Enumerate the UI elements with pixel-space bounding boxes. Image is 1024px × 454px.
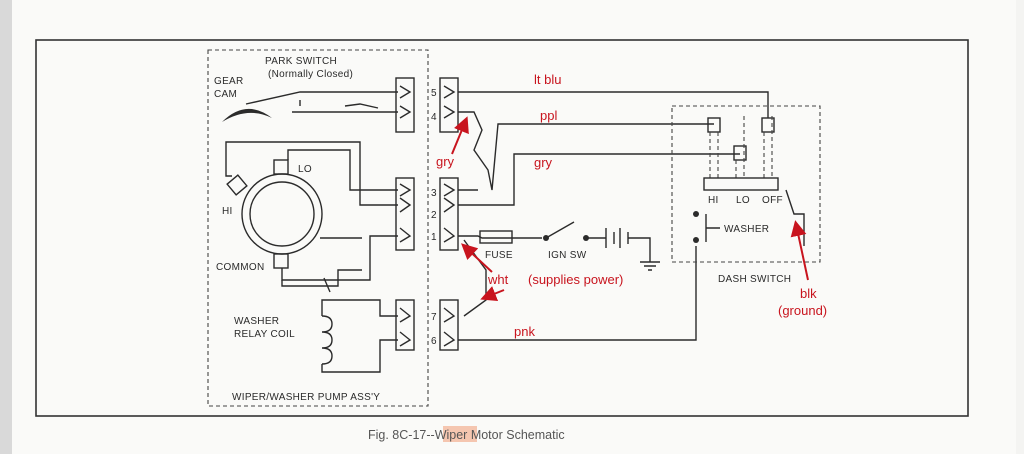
switch-terminal-hi	[707, 117, 721, 133]
arrow-wht-down	[480, 286, 505, 301]
switch-washer-label: WASHER	[724, 224, 769, 235]
pump-connector-bot	[395, 299, 415, 351]
pin-7: 7	[431, 312, 437, 323]
brush-hi	[226, 174, 248, 196]
ign-sw-label: IGN SW	[548, 250, 587, 261]
dash-switch-label: DASH SWITCH	[718, 274, 791, 285]
figure-caption: Fig. 8C-17--Wiper Motor Schematic	[368, 428, 565, 442]
harness-connectors	[439, 77, 459, 351]
switch-lo-label: LO	[736, 195, 750, 206]
annotation-gry-left: gry	[436, 154, 455, 169]
pin-5: 5	[431, 88, 437, 99]
pin-2: 2	[431, 210, 437, 221]
caption-highlight	[443, 426, 477, 442]
motor-wire-hi	[225, 141, 398, 206]
switch-hi-label: HI	[708, 195, 719, 206]
fuse-label: FUSE	[485, 250, 513, 261]
harness-connector-bot	[439, 299, 459, 351]
wire-pnk	[458, 246, 697, 341]
annotation-ppl: ppl	[540, 108, 557, 123]
annotation-blk: blk	[800, 286, 817, 301]
pin-4: 4	[431, 112, 437, 123]
switch-off-label: OFF	[762, 195, 783, 206]
switch-terminal-lo	[733, 145, 747, 161]
annotation-pnk: pnk	[514, 324, 535, 339]
annotation-lt-blu: lt blu	[534, 72, 561, 87]
washer-contact-bot	[693, 237, 699, 243]
washer-relay-label-2: RELAY COIL	[234, 329, 295, 340]
harness-arrow-marks	[443, 85, 456, 347]
pin-6: 6	[431, 336, 437, 347]
relay-coil	[321, 315, 333, 365]
caption-prefix: Fig. 8C-17--	[368, 428, 435, 442]
fuse-body	[479, 230, 513, 244]
motor-wire-common	[281, 235, 398, 281]
pump-assembly-box	[207, 49, 429, 407]
gear-cam-shape	[222, 108, 272, 122]
washer-contact-top	[693, 211, 699, 217]
harness-connector-mid	[439, 177, 459, 251]
switch-slide-bar	[703, 177, 779, 191]
brush-lo	[273, 159, 289, 175]
normally-closed-label: (Normally Closed)	[268, 69, 353, 80]
annotation-gry-right: gry	[534, 155, 553, 170]
harness-connector-top	[439, 77, 459, 133]
caption-highlight-word: Wiper	[435, 428, 468, 442]
lo-label: LO	[298, 164, 312, 175]
cam-label: CAM	[214, 89, 237, 100]
pump-connector-top	[395, 77, 415, 133]
arrow-gry-left	[451, 116, 469, 155]
park-switch-contact	[292, 100, 398, 113]
arrow-blk	[790, 220, 809, 281]
wire-lt-blu	[458, 91, 769, 118]
brush-common	[273, 253, 289, 269]
wire-ppl	[458, 111, 714, 191]
switch-terminal-off	[761, 117, 775, 133]
pin-1: 1	[431, 232, 437, 243]
switch-terminal-leads	[709, 116, 773, 178]
park-switch-arm	[245, 91, 398, 105]
relay-coil-wires	[321, 299, 398, 373]
page-sheet	[12, 0, 1016, 454]
figure-frame	[35, 39, 969, 417]
ign-switch-blade	[545, 221, 575, 239]
pump-assembly-label: WIPER/WASHER PUMP ASS'Y	[232, 392, 380, 403]
caption-suffix: Motor Schematic	[467, 428, 564, 442]
arrow-wht-up	[461, 243, 493, 273]
gear-label: GEAR	[214, 76, 244, 87]
washer-relay-label-1: WASHER	[234, 316, 279, 327]
motor-wire-lo	[287, 149, 398, 191]
left-shadow-bar	[0, 0, 12, 454]
common-label: COMMON	[216, 262, 264, 273]
dash-switch-box	[671, 105, 821, 263]
motor-wire-capacitor	[281, 269, 362, 293]
annotation-wht: wht	[487, 272, 509, 287]
pin-3: 3	[431, 188, 437, 199]
motor-armature-inner	[249, 181, 315, 247]
annotation-ground: (ground)	[778, 303, 827, 318]
hi-label: HI	[222, 206, 233, 217]
park-switch-label: PARK SWITCH	[265, 56, 337, 67]
pump-side-connectors	[395, 77, 415, 351]
battery-symbol	[586, 228, 660, 271]
pump-arrow-marks	[399, 85, 412, 347]
washer-button	[705, 214, 720, 242]
wire-gry	[458, 153, 740, 206]
annotation-supplies-power: (supplies power)	[528, 272, 623, 287]
pump-connector-mid	[395, 177, 415, 251]
